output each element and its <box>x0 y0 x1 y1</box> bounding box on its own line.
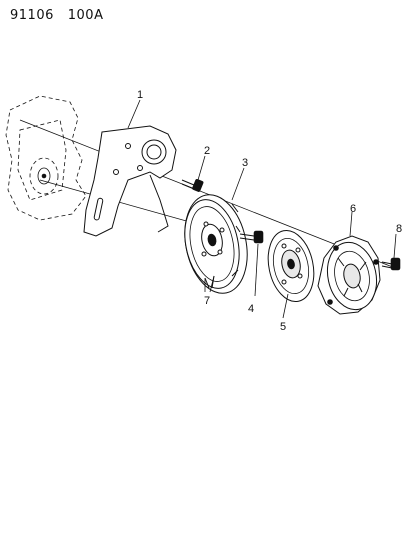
drawing-revision: 100A <box>67 8 104 23</box>
center-axis-line <box>19 119 396 269</box>
callout-2: 2 <box>204 145 210 157</box>
flywheel-bolt <box>239 230 264 244</box>
drawing-header: 91106 100A <box>10 8 103 23</box>
callout-3: 3 <box>242 157 248 169</box>
callout-7: 7 <box>204 295 210 307</box>
callout-4: 4 <box>248 303 254 315</box>
flywheel <box>184 194 248 294</box>
drawing-id: 91106 <box>10 8 54 23</box>
leader-lines <box>127 99 397 319</box>
adapter-plate <box>83 125 177 237</box>
callout-6: 6 <box>350 203 356 215</box>
pressure-plate <box>317 235 381 315</box>
clutch-disc <box>267 229 315 303</box>
engine-block <box>5 95 87 221</box>
callout-5: 5 <box>280 321 286 333</box>
pressure-plate-bolt <box>381 257 401 271</box>
adapter-bolt <box>181 179 204 192</box>
callout-1: 1 <box>137 89 143 101</box>
callout-8: 8 <box>396 223 402 235</box>
